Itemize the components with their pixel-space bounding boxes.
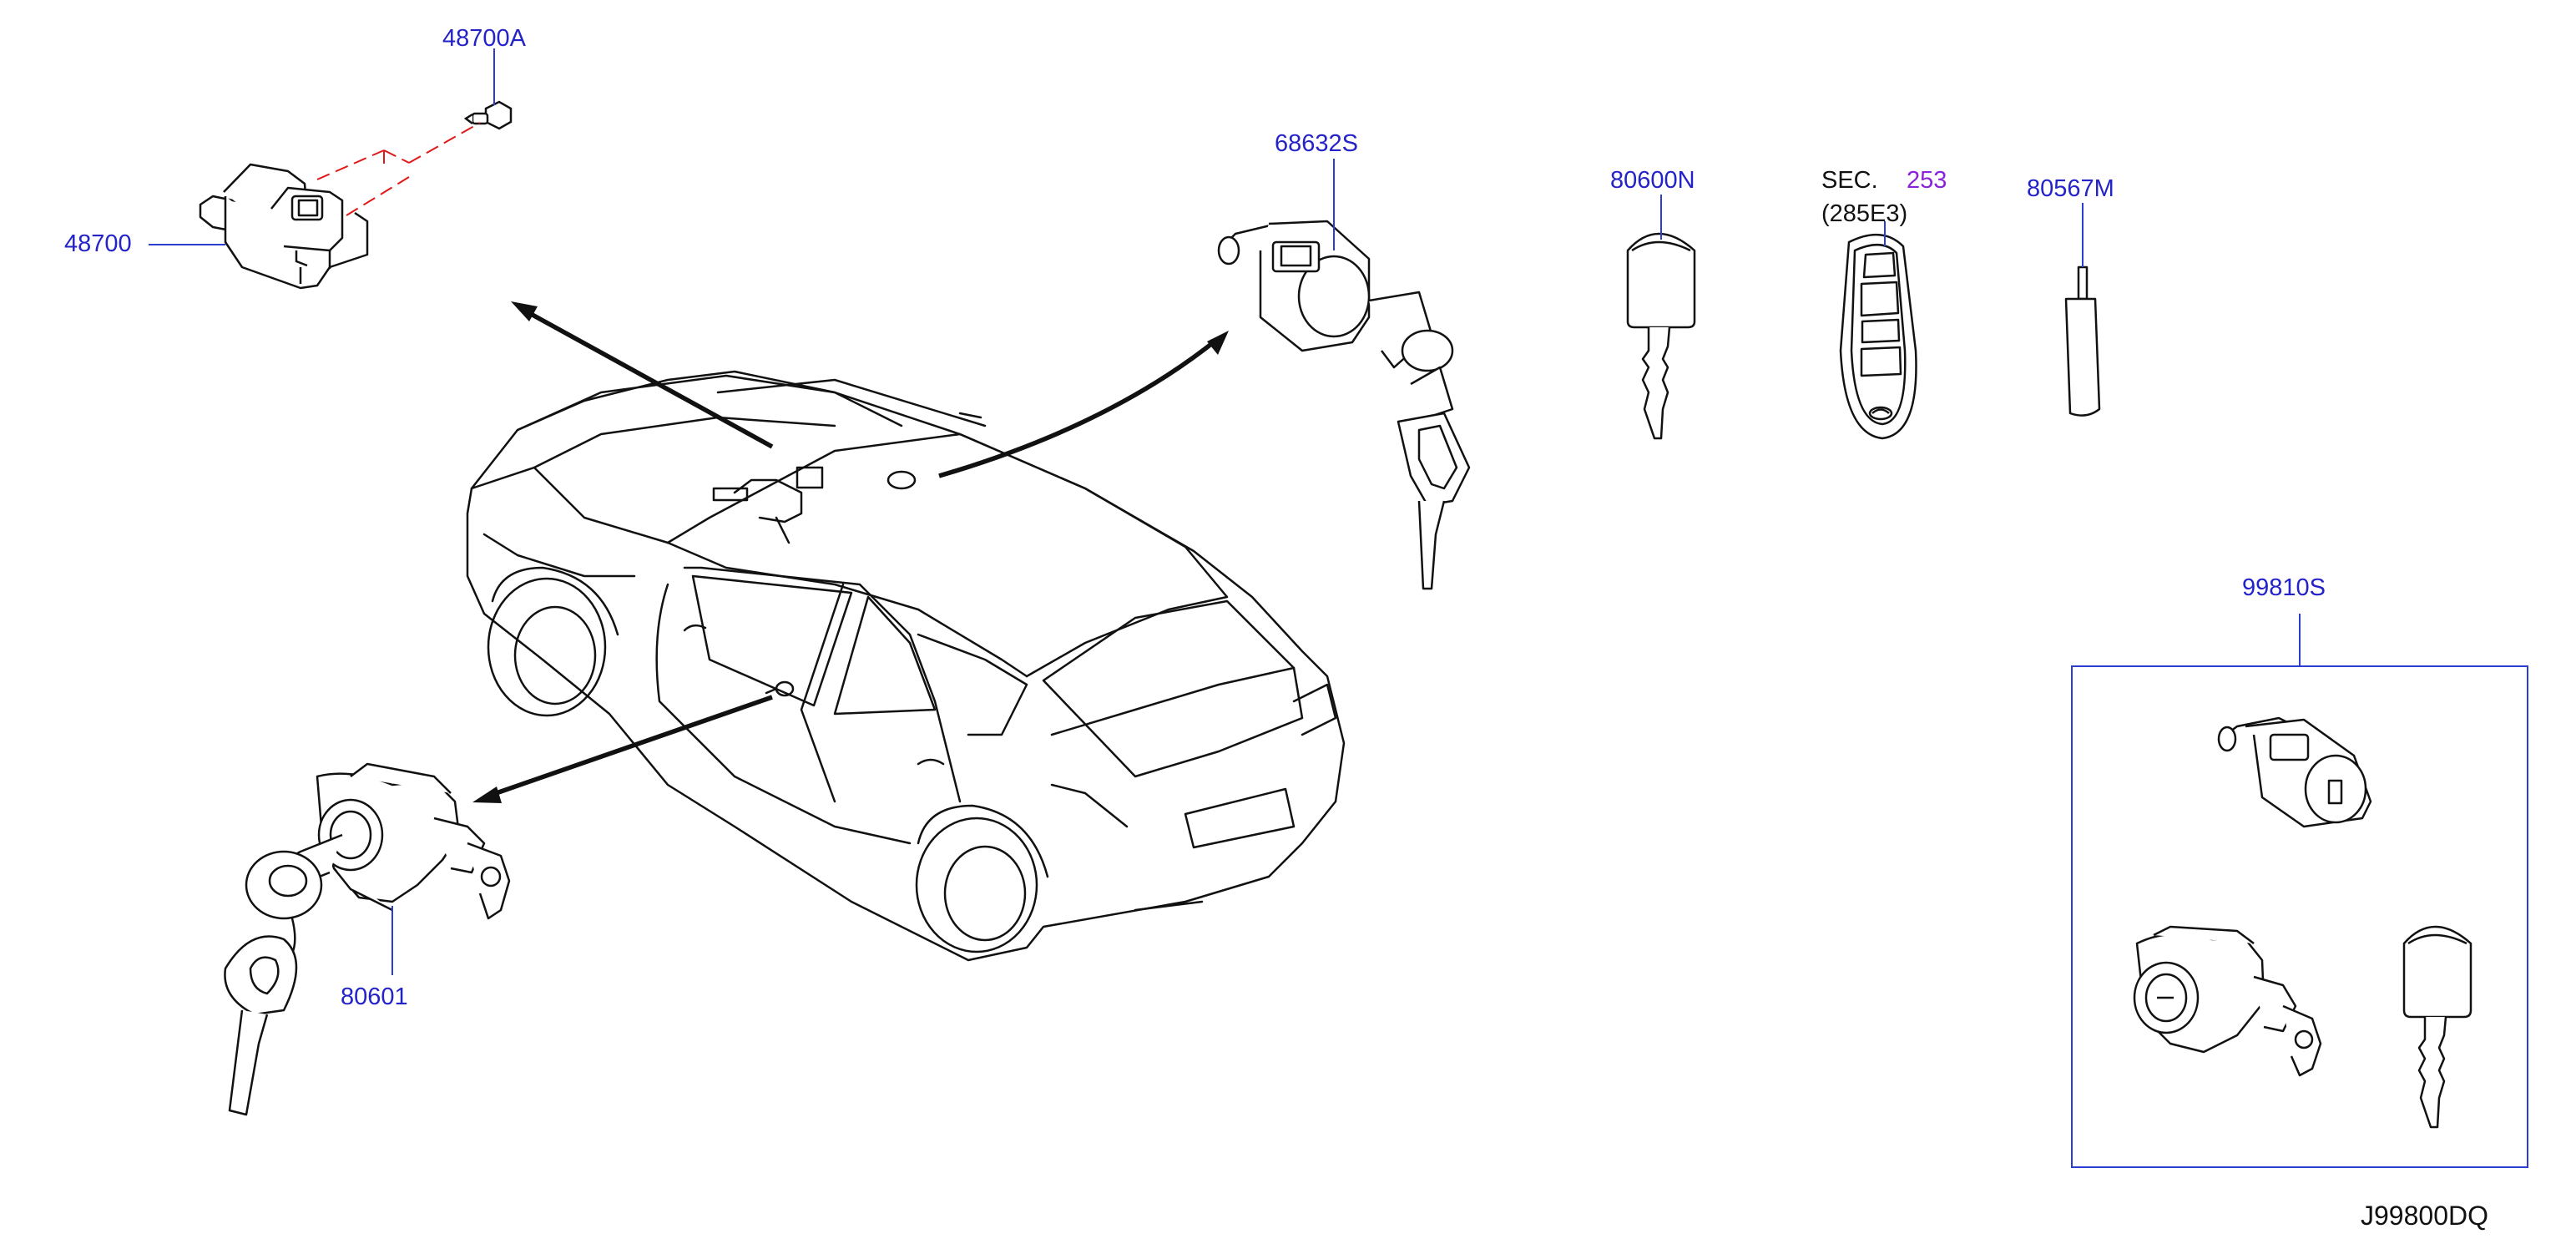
arrow-to-68632S — [938, 336, 1220, 478]
control-unit-icon — [199, 163, 369, 290]
ignition-cylinder-icon — [2217, 716, 2372, 828]
part-label-99810S[interactable]: 99810S — [2242, 574, 2326, 601]
part-label-48700[interactable]: 48700 — [64, 230, 132, 257]
part-label-68632S[interactable]: 68632S — [1275, 130, 1358, 157]
bolt-icon — [463, 100, 513, 130]
vehicle-icon — [466, 370, 1346, 962]
key-blank-icon — [1626, 232, 1696, 440]
arrow-to-48700 — [520, 306, 774, 449]
key-blank-icon — [1368, 291, 1471, 590]
callout-arrows — [483, 306, 1220, 800]
key-blank-icon — [224, 833, 343, 1116]
door-lock-cylinder-icon — [316, 762, 511, 920]
part-label-48700A[interactable]: 48700A — [442, 25, 526, 52]
key-blank-icon — [2402, 925, 2472, 1129]
ignition-cylinder-icon — [1217, 220, 1371, 352]
door-lock-cylinder-icon — [2133, 925, 2322, 1077]
diagram-id: J99800DQ — [2361, 1201, 2488, 1231]
section-number-link[interactable]: 253 — [1907, 167, 1947, 194]
section-prefix: SEC. — [1821, 167, 1878, 194]
smart-key-fob-icon — [1839, 233, 1917, 440]
phantom-lines — [316, 122, 481, 216]
part-label-80600N[interactable]: 80600N — [1610, 167, 1695, 194]
emergency-key-icon — [2064, 266, 2101, 417]
section-subcode: (285E3) — [1821, 200, 1908, 227]
arrow-to-80601 — [483, 695, 773, 800]
part-label-80567M[interactable]: 80567M — [2027, 175, 2114, 202]
part-label-80601[interactable]: 80601 — [341, 984, 408, 1010]
